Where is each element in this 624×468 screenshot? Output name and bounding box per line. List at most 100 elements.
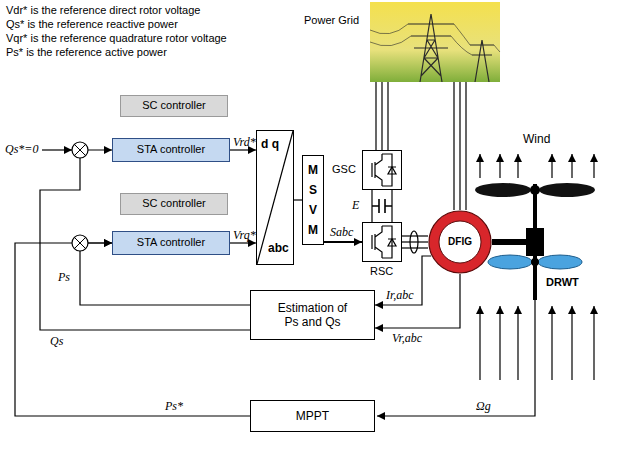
wind-arrow: [499, 154, 500, 178]
rsc-converter: RSC: [362, 222, 402, 262]
wind-arrow: [593, 306, 594, 380]
current-sensor: [410, 231, 418, 253]
connector-line: [324, 241, 362, 243]
node-label: STA controller: [137, 143, 205, 156]
upper-blade: [539, 183, 595, 197]
lower-blade: [488, 255, 532, 269]
capacitor-symbol: [372, 199, 392, 213]
node-label: MPPT: [296, 409, 329, 423]
diode-symbol: [388, 167, 396, 174]
connector-line: [375, 82, 376, 150]
signal-label: Qs: [50, 334, 63, 348]
junction-cross: [74, 144, 85, 155]
note-text: Qs* is the reference reactive power: [6, 18, 178, 31]
sc-controller-box: SC controller: [120, 95, 228, 117]
connector: [376, 82, 388, 150]
connector-line: [387, 82, 388, 150]
signal-label: Ps: [58, 270, 70, 284]
rotor-core: [439, 221, 481, 263]
junction-circle: [72, 142, 88, 158]
connector-line: [465, 82, 466, 210]
connector-line: [230, 149, 256, 150]
node-label: Estimation of Ps and Qs: [273, 301, 353, 330]
sta-controller-box: STA controller: [112, 138, 230, 162]
signal-label: Sabc: [330, 225, 353, 239]
connector: [294, 200, 302, 201]
signal-label: Vr,abc: [392, 331, 422, 345]
diode-symbol: [388, 239, 396, 246]
connector: [40, 150, 250, 330]
turbine-label: DRWT: [546, 276, 579, 289]
wind-arrow: [551, 154, 552, 178]
wind-arrow: [499, 306, 500, 380]
summing-junction: [72, 235, 88, 251]
connector: [372, 190, 392, 222]
connector-line: [402, 235, 428, 236]
connector-line: [459, 82, 460, 210]
connector: [15, 243, 250, 416]
connector-line: [15, 243, 250, 416]
connector: [230, 150, 256, 151]
node-label: SC controller: [142, 99, 206, 112]
reference-signal: Qs*=0: [5, 142, 38, 156]
wind-arrow: [479, 306, 480, 380]
gsc-converter: GSC: [362, 150, 402, 190]
lower-hub: [531, 258, 539, 266]
speed-signal: Ωg: [476, 399, 491, 413]
wind-arrows: [480, 154, 594, 380]
power-grid: Power Grid: [370, 2, 500, 82]
signal-label: Ps*: [165, 399, 183, 413]
estimation-block: Estimation of Ps and Qs: [250, 290, 375, 340]
stator-ring: [429, 211, 491, 273]
dfig-generator: DFIG: [428, 210, 492, 274]
divider-line: [257, 131, 293, 264]
msvm-block: M S V M: [302, 155, 324, 245]
node-label: STA controller: [137, 236, 205, 249]
wind-arrow: [593, 154, 594, 178]
wind-arrow: [517, 154, 518, 178]
gearbox: [526, 228, 544, 256]
pylon-arms: [408, 24, 454, 48]
connector-line: [453, 82, 454, 210]
connector: [324, 242, 362, 243]
signal-label: Vrq*: [233, 228, 256, 242]
wind-arrow: [551, 306, 552, 380]
wind-arrow: [517, 306, 518, 380]
igbt-symbol: [372, 226, 396, 258]
connector-line: [294, 199, 302, 200]
node-label: d q: [261, 137, 279, 151]
node-label: Power Grid: [304, 14, 359, 27]
connector-line: [381, 82, 382, 150]
wind-arrow: [571, 306, 572, 380]
summing-junction: [72, 142, 88, 158]
node-label: RSC: [370, 265, 393, 278]
junction-circle: [72, 235, 88, 251]
connector-line: [375, 274, 460, 328]
igbt-lines: [372, 154, 392, 186]
node-label: SC controller: [142, 197, 206, 210]
dq-abc-transform: d qabc: [256, 130, 294, 265]
sc-controller-box: SC controller: [120, 193, 228, 215]
reference-wire: [42, 149, 72, 150]
igbt-symbol: [372, 154, 396, 186]
node-label: M S V M: [306, 160, 320, 240]
note-text: Vqr* is the reference quadrature rotor v…: [6, 32, 227, 45]
signal-label: Vrd*: [233, 135, 256, 149]
connector-line: [375, 256, 431, 305]
wind-label: Wind: [523, 132, 550, 146]
grid-photo: [370, 2, 500, 82]
pylon: [370, 14, 500, 82]
connector: [454, 82, 466, 210]
speed-wire: [377, 300, 535, 416]
power-lines: [370, 24, 500, 55]
connector-line: [40, 150, 250, 330]
lower-blade: [538, 255, 582, 269]
signal-label: Ir,abc: [386, 288, 414, 302]
note-text: Ps* is the reference active power: [6, 46, 167, 59]
connectors: [15, 82, 466, 416]
connector: [402, 236, 428, 248]
pylon-far: [470, 40, 494, 82]
